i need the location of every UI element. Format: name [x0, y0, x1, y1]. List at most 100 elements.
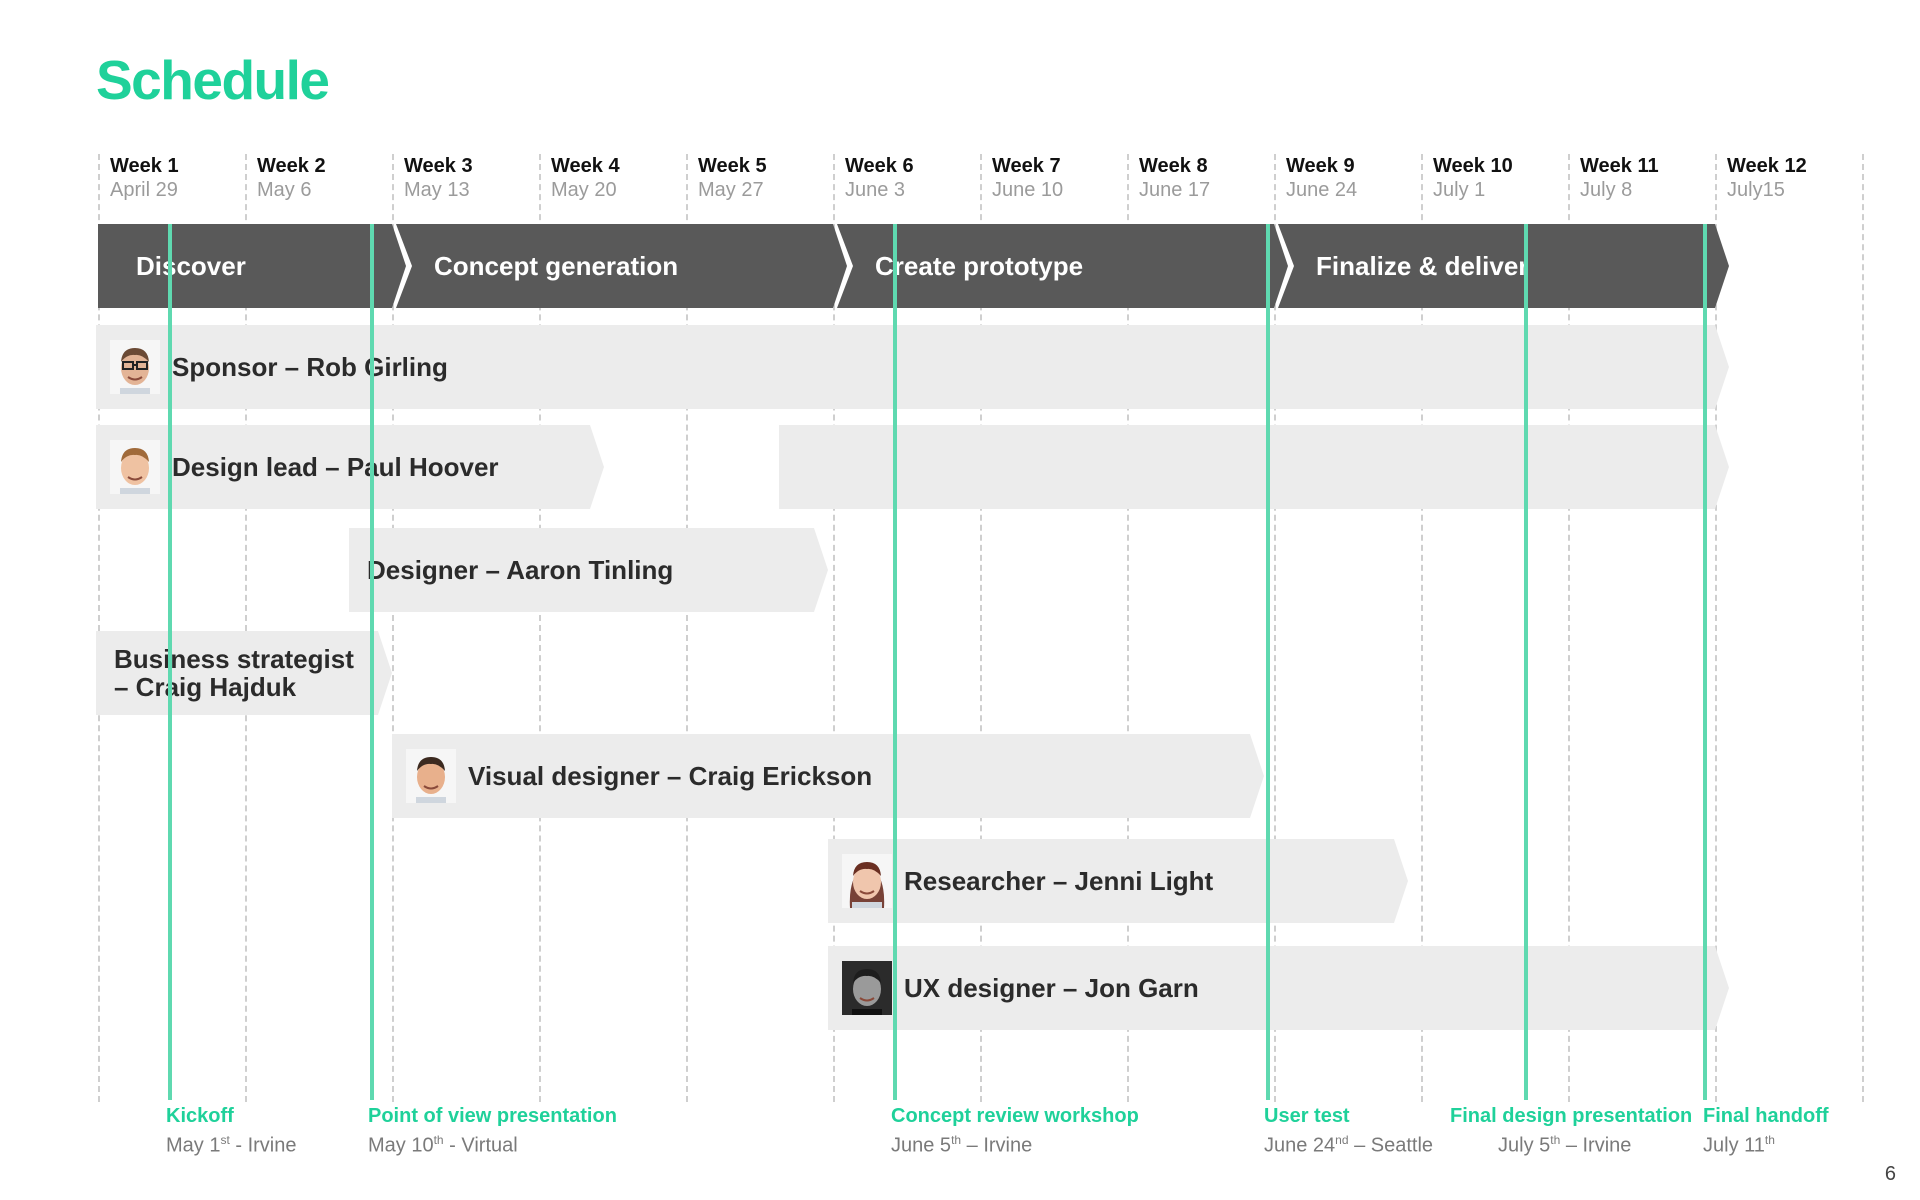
phase-chevron: Discover: [98, 224, 406, 308]
role-label: Design lead – Paul Hoover: [172, 452, 499, 482]
week-date: April 29: [110, 179, 178, 201]
week-date: May 6: [257, 179, 312, 201]
role-bar: Designer – Aaron Tinling: [349, 528, 828, 612]
phase-chevron: Create prototype: [837, 224, 1288, 308]
milestone-line: [1524, 224, 1528, 1100]
role-bar: [779, 425, 1729, 509]
week-date: July15: [1727, 179, 1785, 201]
week-label: Week 8: [1139, 155, 1208, 177]
milestone-date: May 1st - Irvine: [166, 1133, 297, 1157]
page-number: 6: [1884, 1163, 1896, 1185]
milestone-line: [1703, 224, 1707, 1100]
role-label: Business strategist– Craig Hajduk: [114, 644, 354, 702]
milestone-title: Point of view presentation: [368, 1105, 617, 1127]
avatar-icon: [842, 854, 892, 908]
role-bar: Business strategist– Craig Hajduk: [96, 631, 392, 715]
milestone-line: [168, 224, 172, 1100]
phase-chevron: Finalize & deliver: [1278, 224, 1729, 308]
week-label: Week 6: [845, 155, 914, 177]
week-gridline: [1715, 154, 1717, 1102]
avatar-icon: [842, 961, 892, 1015]
week-date: June 24: [1286, 179, 1358, 201]
milestone-title: Final design presentation: [1450, 1105, 1693, 1127]
milestone-title: User test: [1264, 1105, 1350, 1127]
week-date: June 3: [845, 179, 906, 201]
role-label: Designer – Aaron Tinling: [367, 555, 674, 585]
week-gridline: [686, 154, 688, 1102]
milestone-title: Kickoff: [166, 1105, 234, 1127]
week-label: Week 10: [1433, 155, 1513, 177]
week-label: Week 5: [698, 155, 767, 177]
week-date: June 17: [1139, 179, 1211, 201]
week-label: Week 2: [257, 155, 326, 177]
milestone-date: July 11th: [1703, 1133, 1775, 1157]
role-label: Sponsor – Rob Girling: [172, 352, 448, 382]
phase-label: Create prototype: [875, 251, 1084, 281]
week-date: May 13: [404, 179, 470, 201]
milestone-date: June 5th – Irvine: [891, 1133, 1033, 1157]
role-label: Researcher – Jenni Light: [904, 866, 1214, 896]
avatar-icon: [406, 749, 456, 803]
role-label: UX designer – Jon Garn: [904, 973, 1199, 1003]
role-bar: Visual designer – Craig Erickson: [392, 734, 1264, 818]
milestone-date: July 5th – Irvine: [1498, 1133, 1632, 1157]
milestone-line: [1266, 224, 1270, 1100]
week-date: July 1: [1433, 179, 1486, 201]
week-label: Week 3: [404, 155, 473, 177]
week-date: May 20: [551, 179, 617, 201]
milestone-title: Final handoff: [1703, 1105, 1829, 1127]
week-gridline: [98, 154, 100, 1102]
role-bar: Design lead – Paul Hoover: [96, 425, 604, 509]
milestone-line: [893, 224, 897, 1100]
week-gridline: [245, 154, 247, 1102]
week-date: May 27: [698, 179, 764, 201]
phase-label: Discover: [136, 251, 246, 281]
week-label: Week 11: [1580, 155, 1659, 177]
week-label: Week 1: [110, 155, 179, 177]
phase-label: Finalize & deliver: [1316, 251, 1529, 281]
milestone-title: Concept review workshop: [891, 1105, 1139, 1127]
week-label: Week 4: [551, 155, 620, 177]
role-label: Visual designer – Craig Erickson: [468, 761, 873, 791]
phase-label: Concept generation: [434, 251, 679, 281]
page-title: Schedule: [96, 49, 330, 111]
week-gridline: [392, 154, 394, 1102]
week-label: Week 12: [1727, 155, 1807, 177]
week-gridline: [833, 154, 835, 1102]
week-gridline: [1127, 154, 1129, 1102]
week-label: Week 7: [992, 155, 1061, 177]
avatar-icon: [110, 440, 160, 494]
milestone-date: May 10th - Virtual: [368, 1133, 518, 1157]
week-gridline: [539, 154, 541, 1102]
avatar-icon: [110, 340, 160, 394]
phase-chevron: Concept generation: [396, 224, 847, 308]
week-gridline: [1274, 154, 1276, 1102]
week-label: Week 9: [1286, 155, 1355, 177]
week-gridline: [1421, 154, 1423, 1102]
week-gridline: [1568, 154, 1570, 1102]
role-bar: UX designer – Jon Garn: [828, 946, 1729, 1030]
role-bar: Sponsor – Rob Girling: [96, 325, 1729, 409]
week-date: July 8: [1580, 179, 1633, 201]
milestone-date: June 24nd – Seattle: [1264, 1133, 1434, 1157]
week-gridline: [980, 154, 982, 1102]
